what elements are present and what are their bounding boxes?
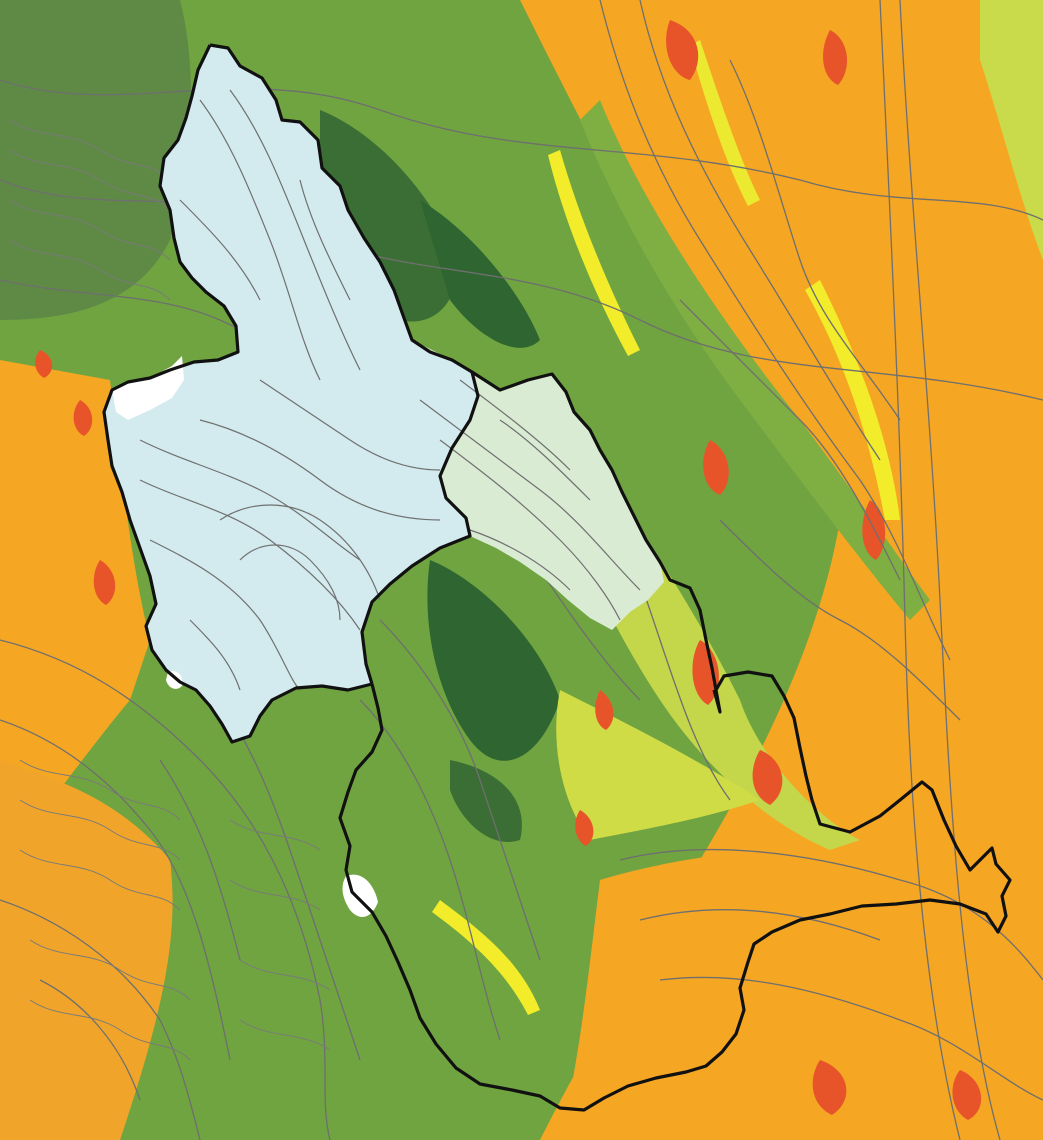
south-orange	[560, 849, 1043, 1140]
yellow-streak-3	[432, 900, 540, 1015]
yellow-streak-2	[548, 150, 640, 356]
forest-patch-central	[427, 560, 560, 761]
middle-subbasin-contours	[419, 379, 641, 621]
west-contour-texture	[9, 119, 331, 1061]
east-strip-lightgreen	[980, 0, 1043, 260]
southwest-orange	[0, 760, 173, 1140]
upper-subbasin-contours	[139, 89, 441, 691]
forest-patch-south	[450, 760, 522, 842]
red-orange-patches	[35, 20, 982, 1120]
northwest-gray-hatch	[0, 0, 191, 320]
watershed-boundary	[102, 43, 1012, 1112]
yellow-streak-1	[805, 280, 900, 520]
watershed-upper-subbasin[interactable]	[104, 45, 478, 742]
watershed-middle-subbasin[interactable]	[412, 340, 664, 630]
valley-floor-green	[580, 100, 930, 620]
yellow-streak-4	[690, 40, 760, 206]
